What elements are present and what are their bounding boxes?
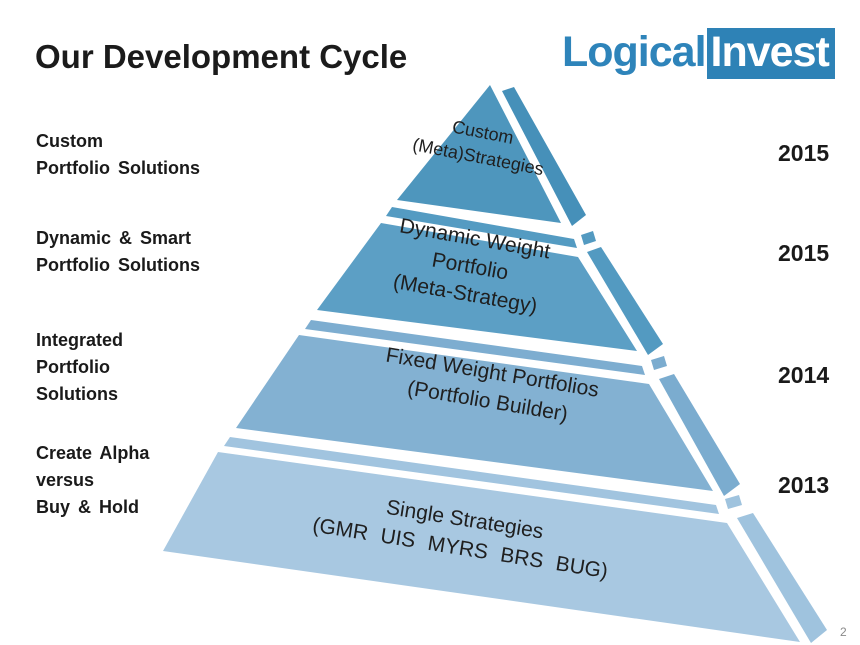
year-tier4: 2013 <box>778 472 830 498</box>
tier4-side-face <box>737 513 827 643</box>
side-label-custom-portfolio-solutions: Custom Portfolio Solutions <box>36 128 266 182</box>
tier3-side-face <box>659 374 740 496</box>
tier4-top-strip-side <box>725 495 742 509</box>
side-label-line: Portfolio Solutions <box>36 158 200 178</box>
side-label-dynamic-smart-portfolio-solutions: Dynamic & Smart Portfolio Solutions <box>36 225 266 279</box>
side-label-create-alpha-versus-buy-and-hold: Create Alpha versus Buy & Hold <box>36 440 266 521</box>
side-label-line: versus <box>36 470 95 490</box>
tier4-top-strip <box>224 437 719 514</box>
tier2-face <box>317 223 637 351</box>
page-title: Our Development Cycle <box>35 38 408 75</box>
side-label-line: Integrated <box>36 330 124 350</box>
year-tier3: 2014 <box>778 362 830 388</box>
side-label-line: Custom <box>36 131 103 151</box>
side-label-integrated-portfolio-solutions: Integrated Portfolio Solutions <box>36 327 266 408</box>
page-number: 2 <box>840 625 847 639</box>
tier4-face <box>163 452 800 642</box>
logo-text-invest: Invest <box>706 28 835 79</box>
tier1-side-face <box>502 87 586 226</box>
tier3-top-strip-side <box>651 356 667 370</box>
year-tier1: 2015 <box>778 140 830 166</box>
tier2-top-strip <box>386 207 577 248</box>
tier3-face <box>236 335 713 491</box>
tier2-top-strip-side <box>581 231 596 245</box>
side-label-line: Dynamic & Smart <box>36 228 192 248</box>
tier1-face <box>397 85 561 223</box>
side-label-line: Solutions <box>36 384 118 404</box>
side-label-line: Portfolio <box>36 357 110 377</box>
side-label-line: Buy & Hold <box>36 497 139 517</box>
side-label-line: Portfolio Solutions <box>36 255 200 275</box>
year-tier2: 2015 <box>778 240 830 266</box>
tier3-top-strip <box>305 320 645 375</box>
side-label-line: Create Alpha <box>36 443 150 463</box>
logo-text-logical: Logical <box>562 28 707 76</box>
tier2-side-face <box>587 247 663 355</box>
